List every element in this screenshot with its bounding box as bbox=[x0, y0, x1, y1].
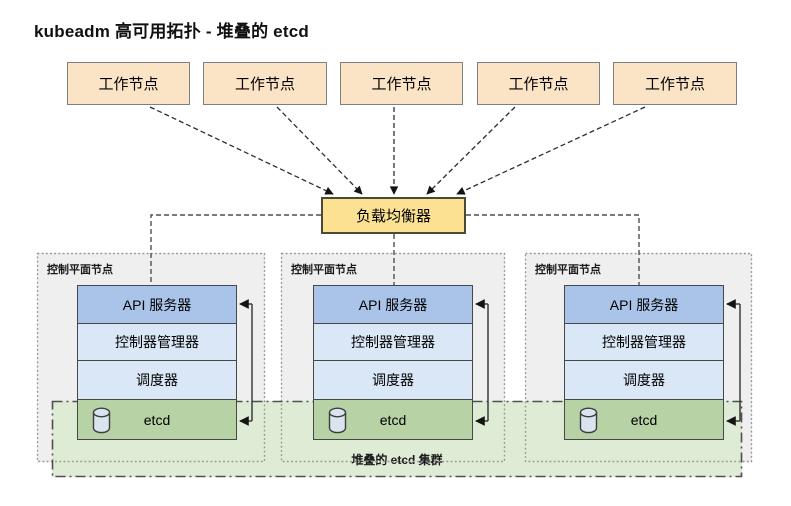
stacked-etcd-cluster-label: 堆叠的 etcd 集群 bbox=[351, 453, 443, 467]
etcd-box: etcd bbox=[314, 399, 472, 439]
worker-to-lb-arrows bbox=[149, 106, 646, 195]
scheduler-box: 调度器 bbox=[314, 360, 472, 399]
api-server-box: API 服务器 bbox=[314, 286, 472, 323]
control-plane-stack: API 服务器 控制器管理器 调度器 etcd bbox=[564, 285, 724, 440]
control-plane-stack: API 服务器 控制器管理器 调度器 etcd bbox=[313, 285, 473, 440]
controller-manager-box: 控制器管理器 bbox=[314, 323, 472, 360]
database-icon bbox=[579, 407, 598, 434]
worker-node-box: 工作节点 bbox=[613, 62, 737, 105]
etcd-label: etcd bbox=[379, 411, 407, 428]
control-plane-panel-label: 控制平面节点 bbox=[535, 264, 601, 276]
load-balancer-box: 负载均衡器 bbox=[321, 197, 466, 234]
controller-manager-box: 控制器管理器 bbox=[78, 323, 236, 360]
api-etcd-double-arrows bbox=[239, 299, 741, 426]
worker-node-box: 工作节点 bbox=[340, 62, 463, 105]
controller-manager-box: 控制器管理器 bbox=[565, 323, 723, 360]
lb-to-api-links bbox=[150, 214, 640, 285]
database-icon bbox=[92, 407, 111, 434]
worker-node-box: 工作节点 bbox=[67, 62, 190, 105]
control-plane-stack: API 服务器 控制器管理器 调度器 etcd bbox=[77, 285, 237, 440]
control-plane-panel-label: 控制平面节点 bbox=[47, 264, 113, 276]
scheduler-box: 调度器 bbox=[78, 360, 236, 399]
etcd-box: etcd bbox=[78, 399, 236, 439]
database-icon bbox=[328, 407, 347, 434]
diagram-title: kubeadm 高可用拓扑 - 堆叠的 etcd bbox=[34, 22, 309, 41]
etcd-label: etcd bbox=[630, 411, 658, 428]
api-server-box: API 服务器 bbox=[565, 286, 723, 323]
worker-node-box: 工作节点 bbox=[477, 62, 600, 105]
control-plane-panel-label: 控制平面节点 bbox=[291, 264, 357, 276]
api-server-box: API 服务器 bbox=[78, 286, 236, 323]
scheduler-box: 调度器 bbox=[565, 360, 723, 399]
etcd-box: etcd bbox=[565, 399, 723, 439]
worker-node-box: 工作节点 bbox=[203, 62, 327, 105]
etcd-label: etcd bbox=[143, 411, 171, 428]
